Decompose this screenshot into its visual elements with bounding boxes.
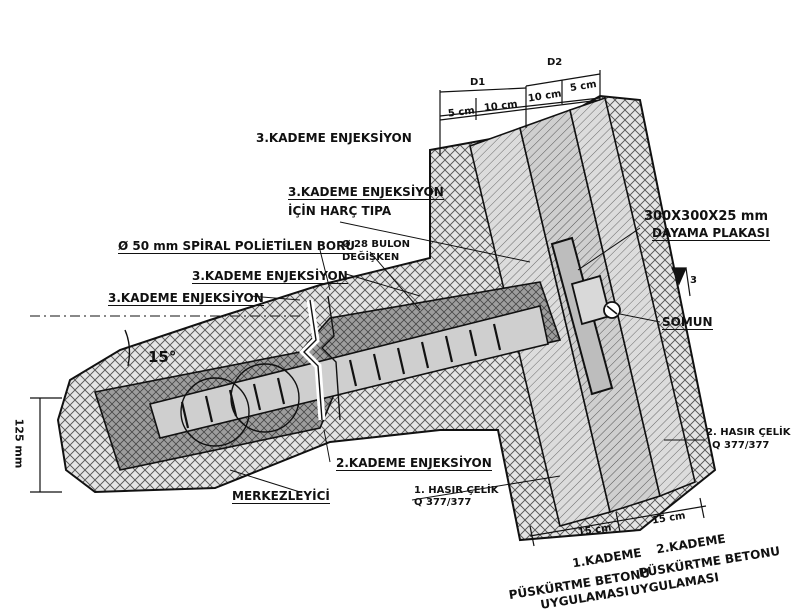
label-bolt-2: DEĞİŞKEN bbox=[342, 252, 400, 263]
label-stage3-grout-plug-1: 3.KADEME ENJEKSİYON bbox=[288, 185, 444, 200]
label-spiral-pipe: Ø 50 mm SPİRAL POLİETİLEN BORU bbox=[118, 239, 356, 254]
bottom-dimension-lines bbox=[529, 497, 707, 547]
slope-indicator bbox=[671, 267, 691, 297]
label-angle: 15° bbox=[148, 348, 177, 366]
label-stage3-injection-top: 3.KADEME ENJEKSİYON bbox=[256, 131, 412, 145]
top-dimension-lines bbox=[439, 70, 601, 156]
label-d1: D1 bbox=[470, 77, 486, 88]
bolt-ribs bbox=[180, 323, 502, 429]
label-slope: 3 bbox=[690, 275, 697, 286]
label-stage3-injection-mid: 3.KADEME ENJEKSİYON bbox=[192, 269, 348, 284]
label-bearing-plate-1: 300X300X25 mm bbox=[644, 209, 769, 224]
label-mesh2-1: 2. HASIR ÇELİK bbox=[706, 427, 791, 438]
label-mesh1-2: Q 377/377 bbox=[414, 497, 472, 508]
centralizer-ring-1 bbox=[180, 377, 250, 447]
angle-arc bbox=[124, 329, 131, 367]
label-bolt-1: Ø 28 BULON bbox=[342, 239, 411, 250]
label-bearing-plate-2: DAYAMA PLAKASI bbox=[652, 226, 770, 241]
label-stage3-grout-plug-2: İÇİN HARÇ TIPA bbox=[288, 204, 392, 218]
label-centralizer: MERKEZLEYİCİ bbox=[232, 489, 330, 504]
shotcrete-layer-3 bbox=[569, 96, 696, 498]
label-d2: D2 bbox=[547, 57, 563, 68]
label-mesh2-2: Q 377/377 bbox=[712, 440, 770, 451]
label-stage3-injection-left: 3.KADEME ENJEKSİYON bbox=[108, 291, 264, 306]
leader-lines bbox=[229, 221, 705, 501]
label-125mm: 125 mm bbox=[12, 418, 26, 469]
break-line-right bbox=[321, 295, 341, 421]
spiral-pipe bbox=[148, 305, 549, 439]
centralizer-ring-2 bbox=[230, 363, 300, 433]
label-stage2-injection: 2.KADEME ENJEKSİYON bbox=[336, 456, 492, 471]
label-nut: SOMUN bbox=[662, 315, 713, 330]
label-mesh1-1: 1. HASIR ÇELİK bbox=[414, 485, 499, 496]
